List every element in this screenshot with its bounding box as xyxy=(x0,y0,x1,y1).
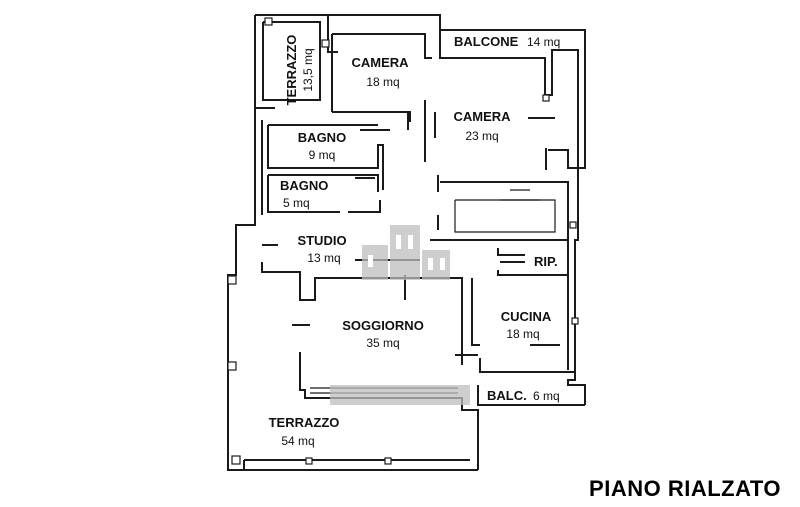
room-terrazzo-top: TERRAZZO 13,5 mq xyxy=(284,35,315,106)
room-soggiorno: SOGGIORNO 35 mq xyxy=(342,318,424,350)
room-balc: BALC. 6 mq xyxy=(487,388,560,403)
room-studio: STUDIO 13 mq xyxy=(297,233,346,265)
columns xyxy=(227,17,579,465)
room-area: 54 mq xyxy=(281,434,314,448)
building-watermark-icon xyxy=(330,225,470,405)
room-cucina: CUCINA 18 mq xyxy=(501,309,552,341)
room-name: BALC. xyxy=(487,388,527,403)
room-name: BALCONE xyxy=(454,34,519,49)
room-area: 13 mq xyxy=(307,251,340,265)
room-name: TERRAZZO xyxy=(284,35,299,106)
room-terrazzo-bottom: TERRAZZO 54 mq xyxy=(269,415,340,448)
room-name: RIP. xyxy=(534,254,558,269)
room-camera-18: CAMERA 18 mq xyxy=(351,55,409,89)
outer-walls xyxy=(227,14,586,471)
room-labels: TERRAZZO 13,5 mq CAMERA 18 mq BALCONE 14… xyxy=(269,34,561,448)
room-bagno-5: BAGNO 5 mq xyxy=(280,178,328,210)
room-name: BAGNO xyxy=(298,130,346,145)
room-area: 18 mq xyxy=(506,327,539,341)
room-bagno-9: BAGNO 9 mq xyxy=(298,130,346,162)
room-name: SOGGIORNO xyxy=(342,318,424,333)
room-name: CAMERA xyxy=(453,109,511,124)
plan-title: PIANO RIALZATO xyxy=(589,476,781,501)
room-area: 9 mq xyxy=(309,148,336,162)
room-rip: RIP. xyxy=(534,254,558,269)
room-name: TERRAZZO xyxy=(269,415,340,430)
room-area: 14 mq xyxy=(527,35,560,49)
room-area: 13,5 mq xyxy=(301,48,315,91)
room-area: 35 mq xyxy=(366,336,399,350)
room-area: 5 mq xyxy=(283,196,310,210)
room-name: BAGNO xyxy=(280,178,328,193)
room-area: 18 mq xyxy=(366,75,399,89)
door-marks xyxy=(262,112,560,356)
room-name: CAMERA xyxy=(351,55,409,70)
room-name: STUDIO xyxy=(297,233,346,248)
room-area: 23 mq xyxy=(465,129,498,143)
room-camera-23: CAMERA 23 mq xyxy=(453,109,511,143)
room-area: 6 mq xyxy=(533,389,560,403)
room-name: CUCINA xyxy=(501,309,552,324)
room-balcone: BALCONE 14 mq xyxy=(454,34,560,49)
